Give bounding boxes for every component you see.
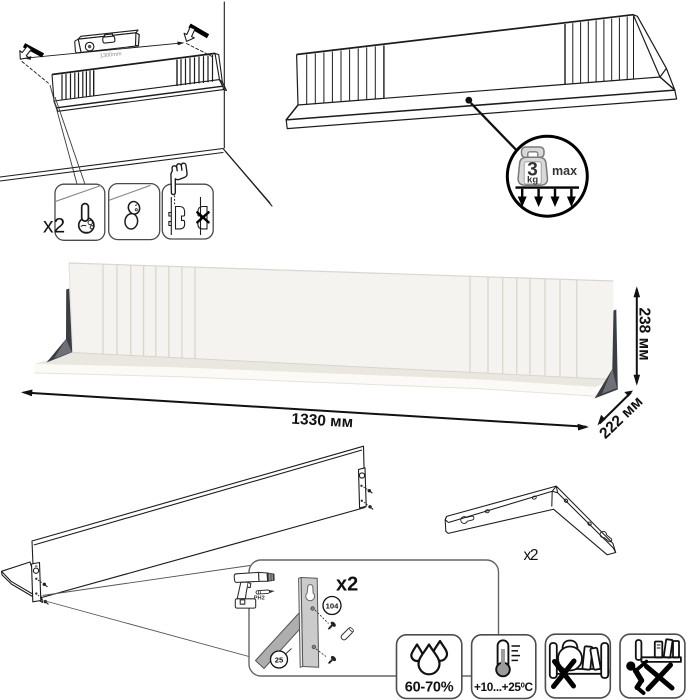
svg-text:60-70%: 60-70%	[405, 680, 454, 696]
svg-text:3: 3	[527, 160, 538, 181]
svg-text:PH2: PH2	[254, 596, 265, 602]
svg-text:x2: x2	[336, 574, 358, 596]
svg-text:kg: kg	[527, 175, 538, 186]
svg-text:1300mm: 1300mm	[100, 51, 123, 59]
svg-text:104: 104	[326, 601, 339, 610]
svg-text:x2: x2	[43, 215, 65, 238]
svg-text:x2: x2	[524, 547, 539, 564]
svg-text:25: 25	[275, 655, 284, 664]
svg-text:max: max	[552, 164, 577, 178]
svg-text:238 мм: 238 мм	[636, 307, 653, 360]
svg-text:1330 мм: 1330 мм	[291, 411, 354, 432]
svg-text:+10...+250C: +10...+250C	[474, 680, 533, 694]
